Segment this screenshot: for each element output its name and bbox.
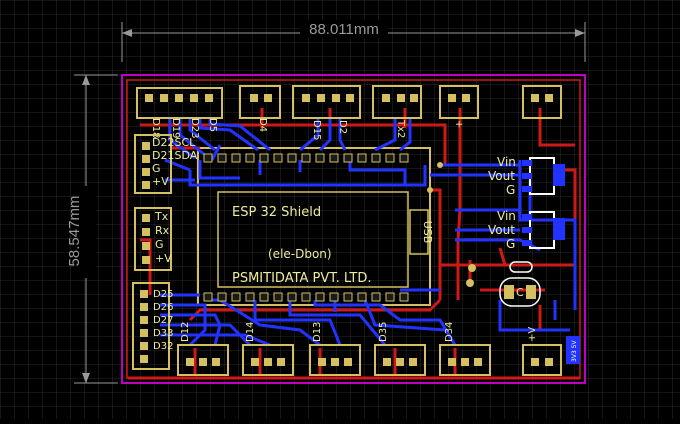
capacitor-label: C (516, 286, 524, 299)
top-connector-4 (372, 85, 422, 119)
top-silk-d19: D19 (170, 118, 181, 138)
bottom-silk-d35: D35 (378, 322, 389, 342)
silk-plus-v-i2c: +V (152, 175, 169, 188)
top-connector-3 (292, 85, 361, 119)
bottom-silk-d12: D12 (180, 322, 191, 342)
top-silk-d5: D5 (207, 118, 218, 132)
bottom-connector-4 (374, 344, 426, 376)
top-silk-tx2: Tx2 (395, 119, 406, 138)
usb-connector-outline (409, 209, 429, 255)
bottom-silk-d14: D14 (245, 322, 256, 342)
top-silk-d23: D23 (189, 118, 200, 138)
height-dimension-label: 58.547mm (66, 196, 83, 267)
silk-tx: Tx (154, 210, 169, 223)
esp32-header-top (203, 153, 409, 163)
dimension-width: 88.011mm (121, 20, 586, 62)
regulator1-vout: Vout (488, 169, 515, 183)
bottom-silk-d13: D13 (312, 322, 323, 342)
bottom-connector-5 (439, 344, 491, 376)
left-connector-adc (132, 282, 170, 370)
silk-g-i2c: G (152, 162, 161, 175)
top-silk-plus: + (453, 120, 464, 128)
silk-d27: D27 (153, 315, 173, 326)
board-subtitle: (ele-Dbon) (268, 247, 332, 261)
silk-d26: D26 (153, 302, 173, 313)
silk-d32: D32 (153, 341, 173, 352)
regulator2-vout: Vout (488, 223, 515, 237)
top-connector-5 (439, 85, 479, 119)
silk-d25: D25 (153, 289, 173, 300)
bottom-connector-2 (242, 344, 294, 376)
width-dimension-label: 88.011mm (309, 21, 379, 38)
bottom-connector-1 (177, 344, 229, 376)
corner-tag: 3V3 5V (571, 340, 578, 362)
left-connector-i2c (134, 134, 172, 194)
board-outline (121, 74, 586, 384)
silk-d33: D33 (153, 328, 173, 339)
silk-rx: Rx (155, 224, 170, 237)
usb-label: USB (421, 221, 434, 244)
dimension-height: 58.547mm (66, 74, 118, 384)
top-silk-d4: D4 (257, 118, 268, 132)
regulator1-vin: Vin (497, 155, 516, 169)
top-connector-power (522, 85, 562, 119)
board-title: ESP 32 Shield (232, 205, 321, 220)
top-connector-2 (239, 85, 281, 119)
corner-tag-box (566, 336, 580, 364)
bottom-connector-3 (309, 344, 361, 376)
regulator-2 (522, 211, 565, 249)
regulator2-vin: Vin (497, 209, 516, 223)
company-name: PSMITIDATA PVT. LTD. (232, 271, 371, 286)
left-connector-uart (134, 207, 172, 271)
regulator1-g: G (506, 183, 515, 197)
regulator-1 (522, 157, 565, 195)
top-connector-1 (136, 87, 223, 119)
top-silk-d2: D2 (337, 120, 348, 134)
silk-scl: D22SCL (152, 136, 196, 149)
top-silk-d18: D18 (150, 118, 161, 138)
esp32-header-bottom (203, 292, 409, 302)
silk-g-uart: G (155, 238, 164, 251)
regulator2-g: G (506, 237, 515, 251)
bottom-copper-traces (160, 118, 577, 347)
bottom-connector-power (522, 344, 562, 376)
bottom-silk-d34: D34 (444, 322, 455, 342)
top-silk-d15: D15 (311, 120, 322, 140)
vias (427, 162, 476, 287)
silk-plus-v-uart: +V (155, 252, 172, 265)
silk-sda: D21SDA (152, 149, 198, 162)
bottom-silk-plus-v: +V (527, 327, 538, 342)
capacitor (499, 261, 541, 307)
